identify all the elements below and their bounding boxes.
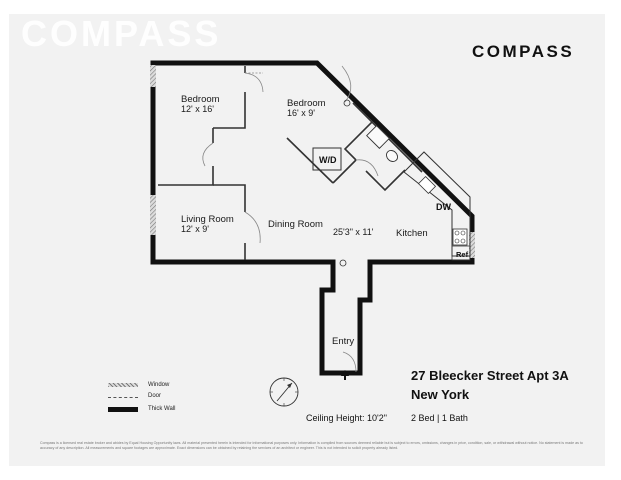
listing-city: New York (411, 387, 470, 402)
legend-thick-wall-label: Thick Wall (148, 406, 176, 412)
ceiling-height: Ceiling Height: 10'2" (306, 413, 387, 423)
legend-door: Door (108, 393, 248, 405)
legend-thick-wall: Thick Wall (108, 406, 248, 418)
kitchen-sink (417, 175, 437, 195)
interior-walls (158, 66, 423, 260)
dining-room-label: Dining Room (268, 219, 323, 230)
door-swings (202, 65, 379, 373)
listing-address: 27 Bleecker Street Apt 3A (411, 368, 569, 383)
column-marker (343, 99, 351, 107)
window-swatch (108, 383, 138, 387)
window-kitchen (469, 232, 475, 258)
legend-window-label: Window (148, 382, 170, 388)
bedroom-2-label: Bedroom (287, 98, 326, 109)
window-living-room (150, 195, 156, 235)
bedroom-2-dims: 16' x 9' (287, 108, 315, 118)
column-marker (339, 259, 347, 267)
kitchen-label: Kitchen (396, 228, 428, 239)
bedroom-1-dims: 12' x 16' (181, 104, 214, 114)
refrigerator (451, 245, 471, 261)
north-compass-icon (269, 377, 299, 407)
legend-window: Window (108, 382, 248, 394)
exterior-wall (150, 60, 475, 376)
floorplan-sheet (9, 14, 605, 466)
bathroom-fixtures (366, 125, 398, 162)
window-bedroom (150, 65, 156, 87)
bedroom-1-label: Bedroom (181, 94, 220, 105)
stove-burners (454, 230, 466, 244)
refrigerator-label: Ref (456, 250, 469, 259)
dishwasher-label: DW (436, 202, 451, 212)
stove (452, 228, 468, 246)
beds-baths: 2 Bed | 1 Bath (411, 413, 468, 423)
living-room-dims: 12' x 9' (181, 224, 209, 234)
legal-disclaimer: Compass is a licensed real estate broker… (40, 441, 583, 450)
door-swatch (108, 397, 138, 398)
living-room-label: Living Room (181, 214, 234, 225)
washer-dryer-label: W/D (319, 155, 337, 165)
washer-dryer-closet (312, 147, 342, 171)
entry-label: Entry (332, 336, 354, 347)
legend-door-label: Door (148, 393, 162, 399)
living-dining-dims: 25'3" x 11' (333, 227, 374, 237)
compass-logo: COMPASS (472, 42, 575, 61)
compass-watermark: COMPASS (21, 13, 222, 54)
entry-arrow-icon (341, 370, 349, 380)
thick-wall-swatch (108, 407, 138, 412)
